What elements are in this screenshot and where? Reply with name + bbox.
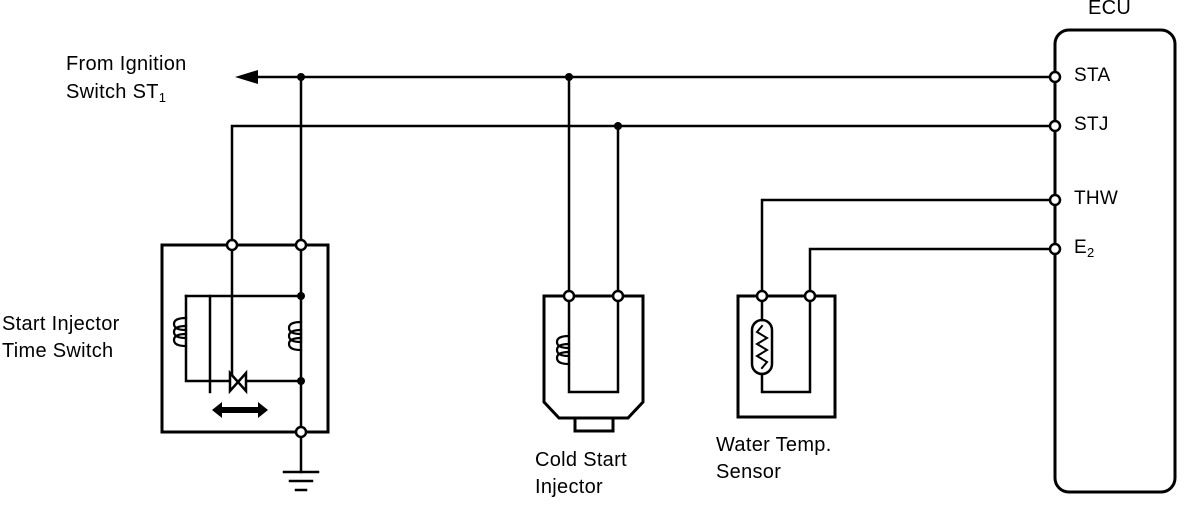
cold-start-inner-wire	[567, 294, 620, 394]
ignition-switch-sub: 1	[158, 90, 167, 105]
thermistor-zigzag	[755, 324, 769, 370]
time-switch-label-line1: Start Injector	[2, 313, 120, 335]
pin-e2-text: E	[1074, 237, 1087, 258]
ecu-box	[1053, 28, 1177, 494]
time-switch-box	[160, 243, 330, 434]
cold-start-injector-body	[542, 294, 645, 420]
ecu-title: ECU	[1088, 0, 1132, 19]
pin-stj-label: STJ	[1074, 114, 1109, 135]
terminals	[225, 70, 1062, 439]
ignition-switch-text: Switch ST	[66, 81, 159, 103]
water-temp-label-line1: Water Temp.	[716, 434, 832, 456]
bimetal-contact-icon	[228, 369, 248, 395]
heater-coil-icon	[172, 316, 188, 348]
junction-dots	[297, 73, 622, 385]
thermistor-icon	[750, 318, 774, 376]
pin-sta-label: STA	[1074, 65, 1111, 86]
ignition-label-line2: Switch ST1	[66, 80, 166, 110]
sensor-inner-wire	[760, 294, 812, 394]
cold-start-nozzle	[573, 416, 615, 433]
ignition-arrow-icon	[235, 70, 258, 84]
ignition-label-line1: From Ignition	[66, 53, 187, 75]
pin-thw-label: THW	[1074, 188, 1119, 209]
bimetal-arrow-icon	[212, 402, 268, 418]
cold-start-label-line2: Injector	[535, 476, 603, 498]
pin-e2-sub: 2	[1086, 245, 1095, 260]
stj-wire	[230, 124, 1057, 247]
cold-start-label-line1: Cold Start	[535, 449, 627, 471]
ground-icon	[282, 470, 320, 492]
time-switch-heater-wire	[184, 294, 234, 383]
water-temp-sensor-box	[736, 294, 837, 419]
thw-wire	[760, 198, 1057, 298]
water-temp-label-line2: Sensor	[716, 461, 782, 483]
relay-coil-icon	[287, 320, 303, 352]
injector-coil-icon	[555, 334, 571, 366]
time-switch-inner-wire-2	[208, 294, 303, 394]
e2-wire	[808, 247, 1057, 298]
time-switch-label-line2: Time Switch	[2, 340, 114, 362]
pin-e2-label: E2	[1074, 236, 1095, 265]
